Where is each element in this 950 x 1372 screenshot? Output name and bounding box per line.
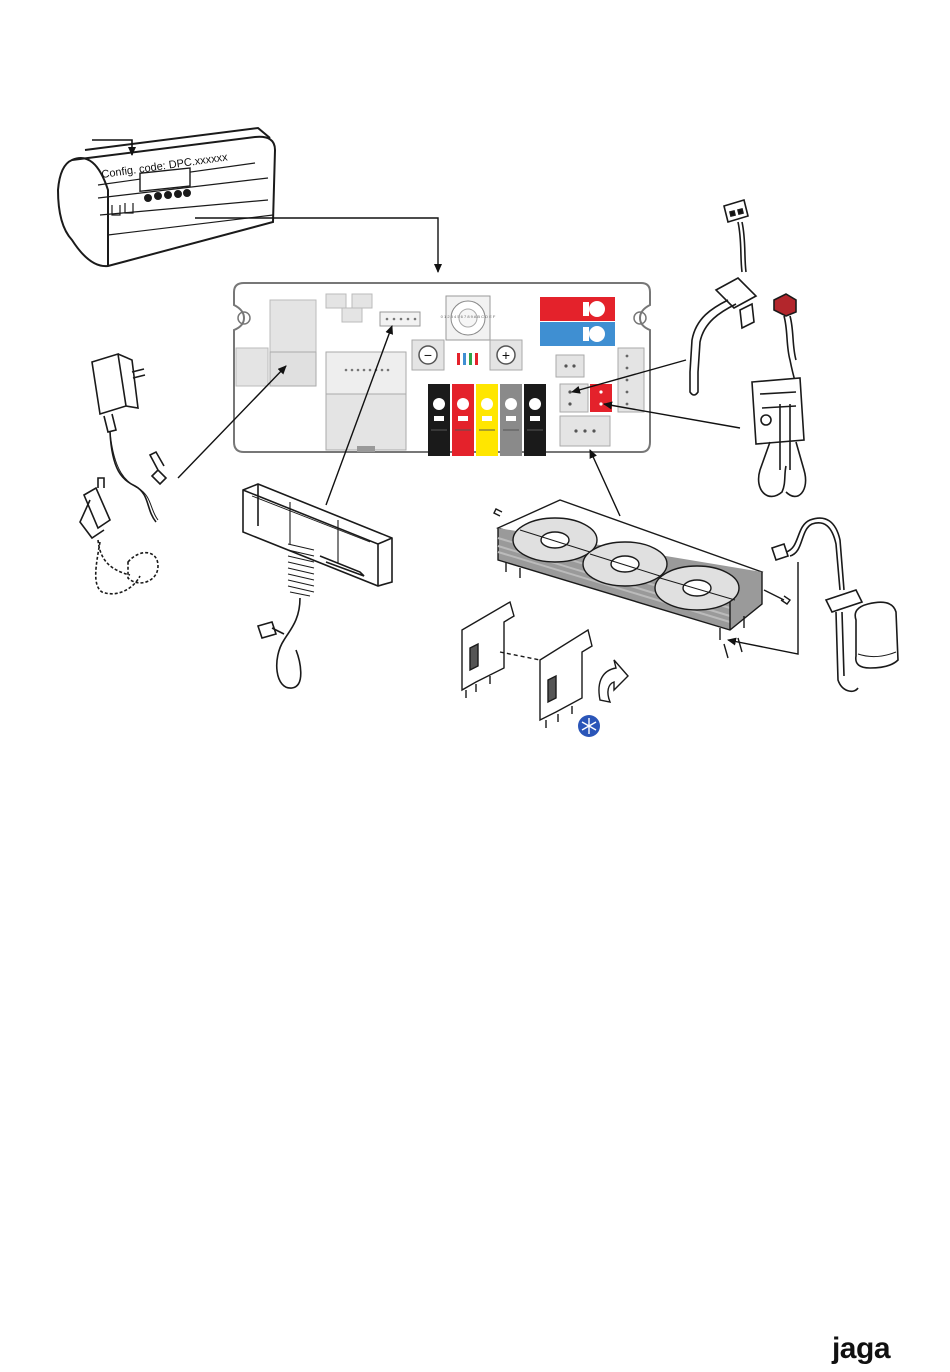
mounting-brackets-icon (462, 602, 592, 728)
terminal-slot (506, 416, 516, 421)
power-adapter-icon (80, 354, 166, 594)
temperature-sensor-icon (690, 200, 756, 395)
terminal-slot (458, 416, 468, 421)
minus-symbol: − (424, 347, 432, 363)
terminal-slot (434, 416, 444, 421)
rotate-arrow-icon (599, 660, 628, 702)
terminal-blocks (428, 384, 546, 456)
controller-housing (58, 128, 275, 266)
terminal-screw (433, 398, 445, 410)
terminal-screw (505, 398, 517, 410)
terminal-slot (482, 416, 492, 421)
snowflake-icon (578, 715, 600, 737)
terminal-screw (457, 398, 469, 410)
terminal-screw (529, 398, 541, 410)
jaga-logo: jaga (832, 1332, 890, 1366)
terminal-screw (481, 398, 493, 410)
terminal-slot (530, 416, 540, 421)
condensation-sensor-icon (772, 518, 898, 691)
plus-symbol: + (502, 347, 510, 363)
wiring-diagram: Config. code: DPC.xxxxxx 0 1 2 3 4 5 6 7… (0, 0, 950, 760)
fan-to-board-arrow (590, 450, 620, 516)
pipe-sensor-clip-icon (752, 294, 806, 496)
fan-unit-icon (494, 500, 790, 658)
room-thermostat-icon (243, 484, 392, 688)
rotary-dial-label: 0 1 2 3 4 5 6 7 8 9 A B C D E F (441, 314, 496, 319)
